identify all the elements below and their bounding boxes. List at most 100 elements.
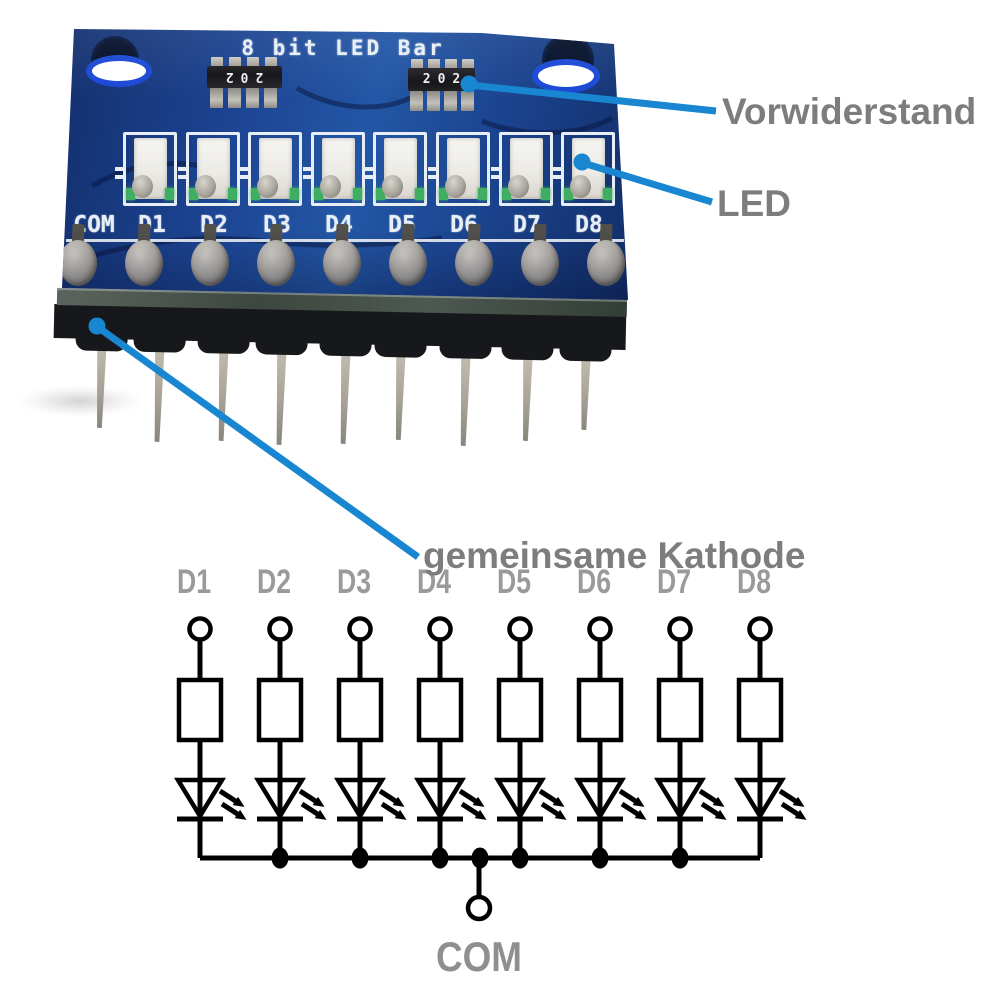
header-tooth [559,344,612,362]
resistor-lead [264,88,277,108]
led-light-arrow [618,788,645,807]
led-solder-joint [507,175,529,198]
resistor-lead [265,57,277,67]
schematic-channel-D8: D8 [733,563,807,858]
led-light-arrow [460,801,487,820]
terminal-circle [427,616,453,642]
led-cathode-mark [415,188,425,200]
led [490,132,553,206]
led-light-arrow [220,801,247,820]
terminal-circle [587,616,613,642]
solder-pad [191,240,229,286]
header-pin [576,356,593,430]
terminal-circle [507,616,533,642]
led-solder-joint [445,175,466,198]
led-cathode-mark [165,188,174,200]
resistor-marking: 202 [207,66,282,88]
led-cathode-mark [352,188,362,200]
resistor-symbol [656,677,704,743]
led-solder-joint [194,175,216,198]
schematic-com-label: COM [436,933,522,980]
annotation-led: LED [717,183,791,224]
led-light-arrow [218,788,245,807]
solder-pad [257,240,295,286]
solder-pad [521,240,559,286]
resistor-lead [247,57,259,67]
schematic-channel-D7: D7 [653,563,727,858]
header-pin [391,351,408,440]
led-cathode-mark [603,188,613,200]
mounting-hole-right-ring [532,59,600,93]
led-light-arrow [298,788,325,807]
led-light-arrow [540,801,567,820]
led-solder-joint [382,175,404,198]
led-cathode-mark [188,188,198,200]
resistor-lead [462,59,474,69]
solder-pad [125,240,163,286]
resistor-lead [228,88,241,108]
led-cathode-mark [313,188,323,200]
terminal-circle [747,616,773,642]
resistor-lead [428,59,440,69]
led-light-arrow [620,801,647,820]
annotation-line-kathode [96,325,421,560]
header-pin [214,345,231,440]
header-tooth [501,343,554,361]
led-light-arrow [780,801,807,820]
led-light-arrow [380,801,407,820]
junction-dot [431,847,449,869]
resistor-symbol [176,677,224,743]
schematic-channel-D3: D3 [333,563,407,858]
terminal-circle [187,616,213,642]
terminal-circle [667,616,693,642]
led [302,132,365,206]
resistor-lead [229,57,241,67]
com-terminal-circle [465,894,493,922]
header-tooth [319,339,372,357]
header-tooth [75,334,128,352]
led [428,132,490,206]
terminal-circle [347,616,373,642]
led [177,132,240,206]
header-tooth [374,340,427,358]
solder-pad [389,240,427,286]
resistor-lead [410,91,423,111]
schematic-pin-label: D1 [177,563,211,601]
header-pin [150,344,167,442]
solder-pad [455,240,493,286]
resistor-symbol [496,677,544,743]
led-cathode-mark [564,188,574,200]
schematic-pin-label: D7 [657,563,691,601]
schematic-channel-D2: D2 [253,563,327,858]
annotation-gemeinsame-kathode: gemeinsame Kathode [423,535,806,576]
resistor-lead [411,59,423,69]
board-shadow [20,386,140,416]
junction-dot [271,847,289,869]
resistor-network-left: 202 [207,57,282,108]
junction-dot [351,847,369,869]
header-pin [272,347,289,445]
led-light-arrow [538,788,565,807]
led [365,132,428,206]
led [240,132,303,206]
led-cathode-mark [251,188,261,200]
header-pin [336,349,353,444]
resistor-network-right: 202 [408,59,475,111]
resistor-lead [427,91,440,111]
resistor-symbol [336,677,384,743]
resistor-lead [444,91,457,111]
led-light-arrow [700,801,727,820]
pcb-pin-label: D8 [575,212,603,238]
resistor-lead [246,88,259,108]
resistor-symbol [576,677,624,743]
led-cathode-mark [501,188,511,200]
led-light-arrow [378,788,405,807]
header-tooth [133,335,186,353]
led-cathode-mark [439,188,448,200]
resistor-lead [461,91,474,111]
led-light-arrow [778,788,805,807]
resistor-symbol [256,677,304,743]
junction-dot [511,847,529,869]
